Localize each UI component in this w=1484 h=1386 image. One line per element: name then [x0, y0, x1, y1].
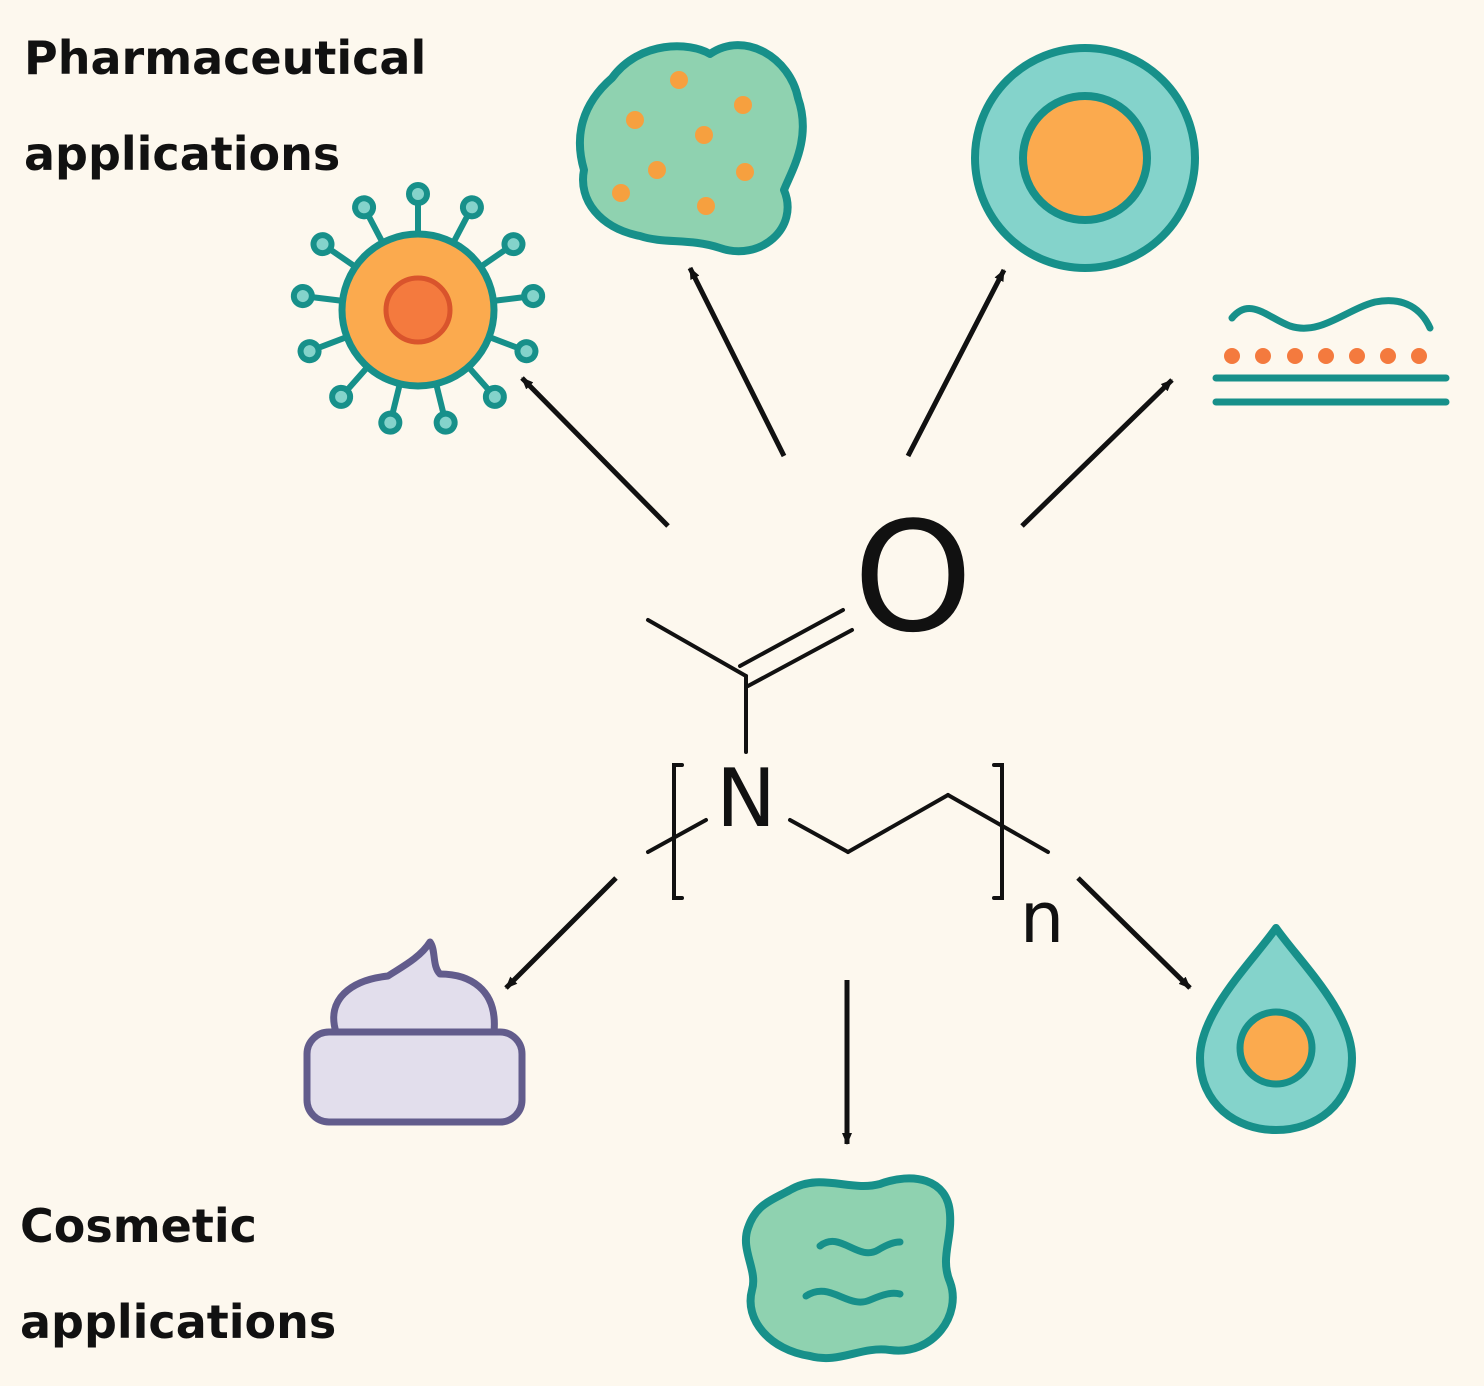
backbone-bond-2	[846, 793, 950, 854]
cosmetic-label-line-2: applications	[20, 1295, 337, 1349]
gel-blob-icon	[741, 1174, 957, 1363]
transdermal-film-icon	[1212, 297, 1450, 406]
oxygen-atom: O	[853, 489, 973, 666]
methyl-bond	[646, 618, 748, 678]
repeat-subscript-n: n	[1020, 877, 1064, 959]
polymer-structure	[646, 608, 1050, 900]
carbonyl-double-bond-2	[746, 628, 854, 688]
droplet-emulsion-icon	[1196, 924, 1356, 1134]
arrow-to-cream-jar	[504, 876, 618, 990]
backbone-bond-3	[946, 793, 1050, 854]
drug-loaded-hydrogel-icon	[575, 41, 807, 256]
cosmetic-applications-label: Cosmetic applications	[20, 1178, 336, 1370]
arrow-to-nanoparticle	[520, 376, 670, 528]
nitrogen-atom: N	[716, 752, 776, 845]
left-repeat-bracket	[672, 763, 684, 900]
right-repeat-bracket	[992, 763, 1004, 900]
backbone-bond-1	[788, 818, 850, 854]
pharmaceutical-label-line-2: applications	[24, 127, 341, 181]
backbone-left-bond	[646, 818, 708, 854]
cosmetic-label-line-1: Cosmetic	[20, 1199, 257, 1253]
pharmaceutical-label-line-1: Pharmaceutical	[24, 31, 427, 85]
carbonyl-double-bond-1	[738, 608, 845, 668]
arrow-to-hydrogel	[687, 266, 787, 458]
cream-jar-icon	[303, 938, 526, 1126]
arrow-to-film	[1020, 378, 1174, 528]
pharmaceutical-applications-label: Pharmaceutical applications	[24, 10, 426, 202]
arrow-to-capsule	[905, 268, 1007, 458]
application-arrows	[504, 266, 1192, 1145]
spiky-nanoparticle-icon	[290, 182, 546, 435]
arrow-to-droplet	[1076, 876, 1192, 990]
core-shell-capsule-icon	[971, 44, 1199, 272]
